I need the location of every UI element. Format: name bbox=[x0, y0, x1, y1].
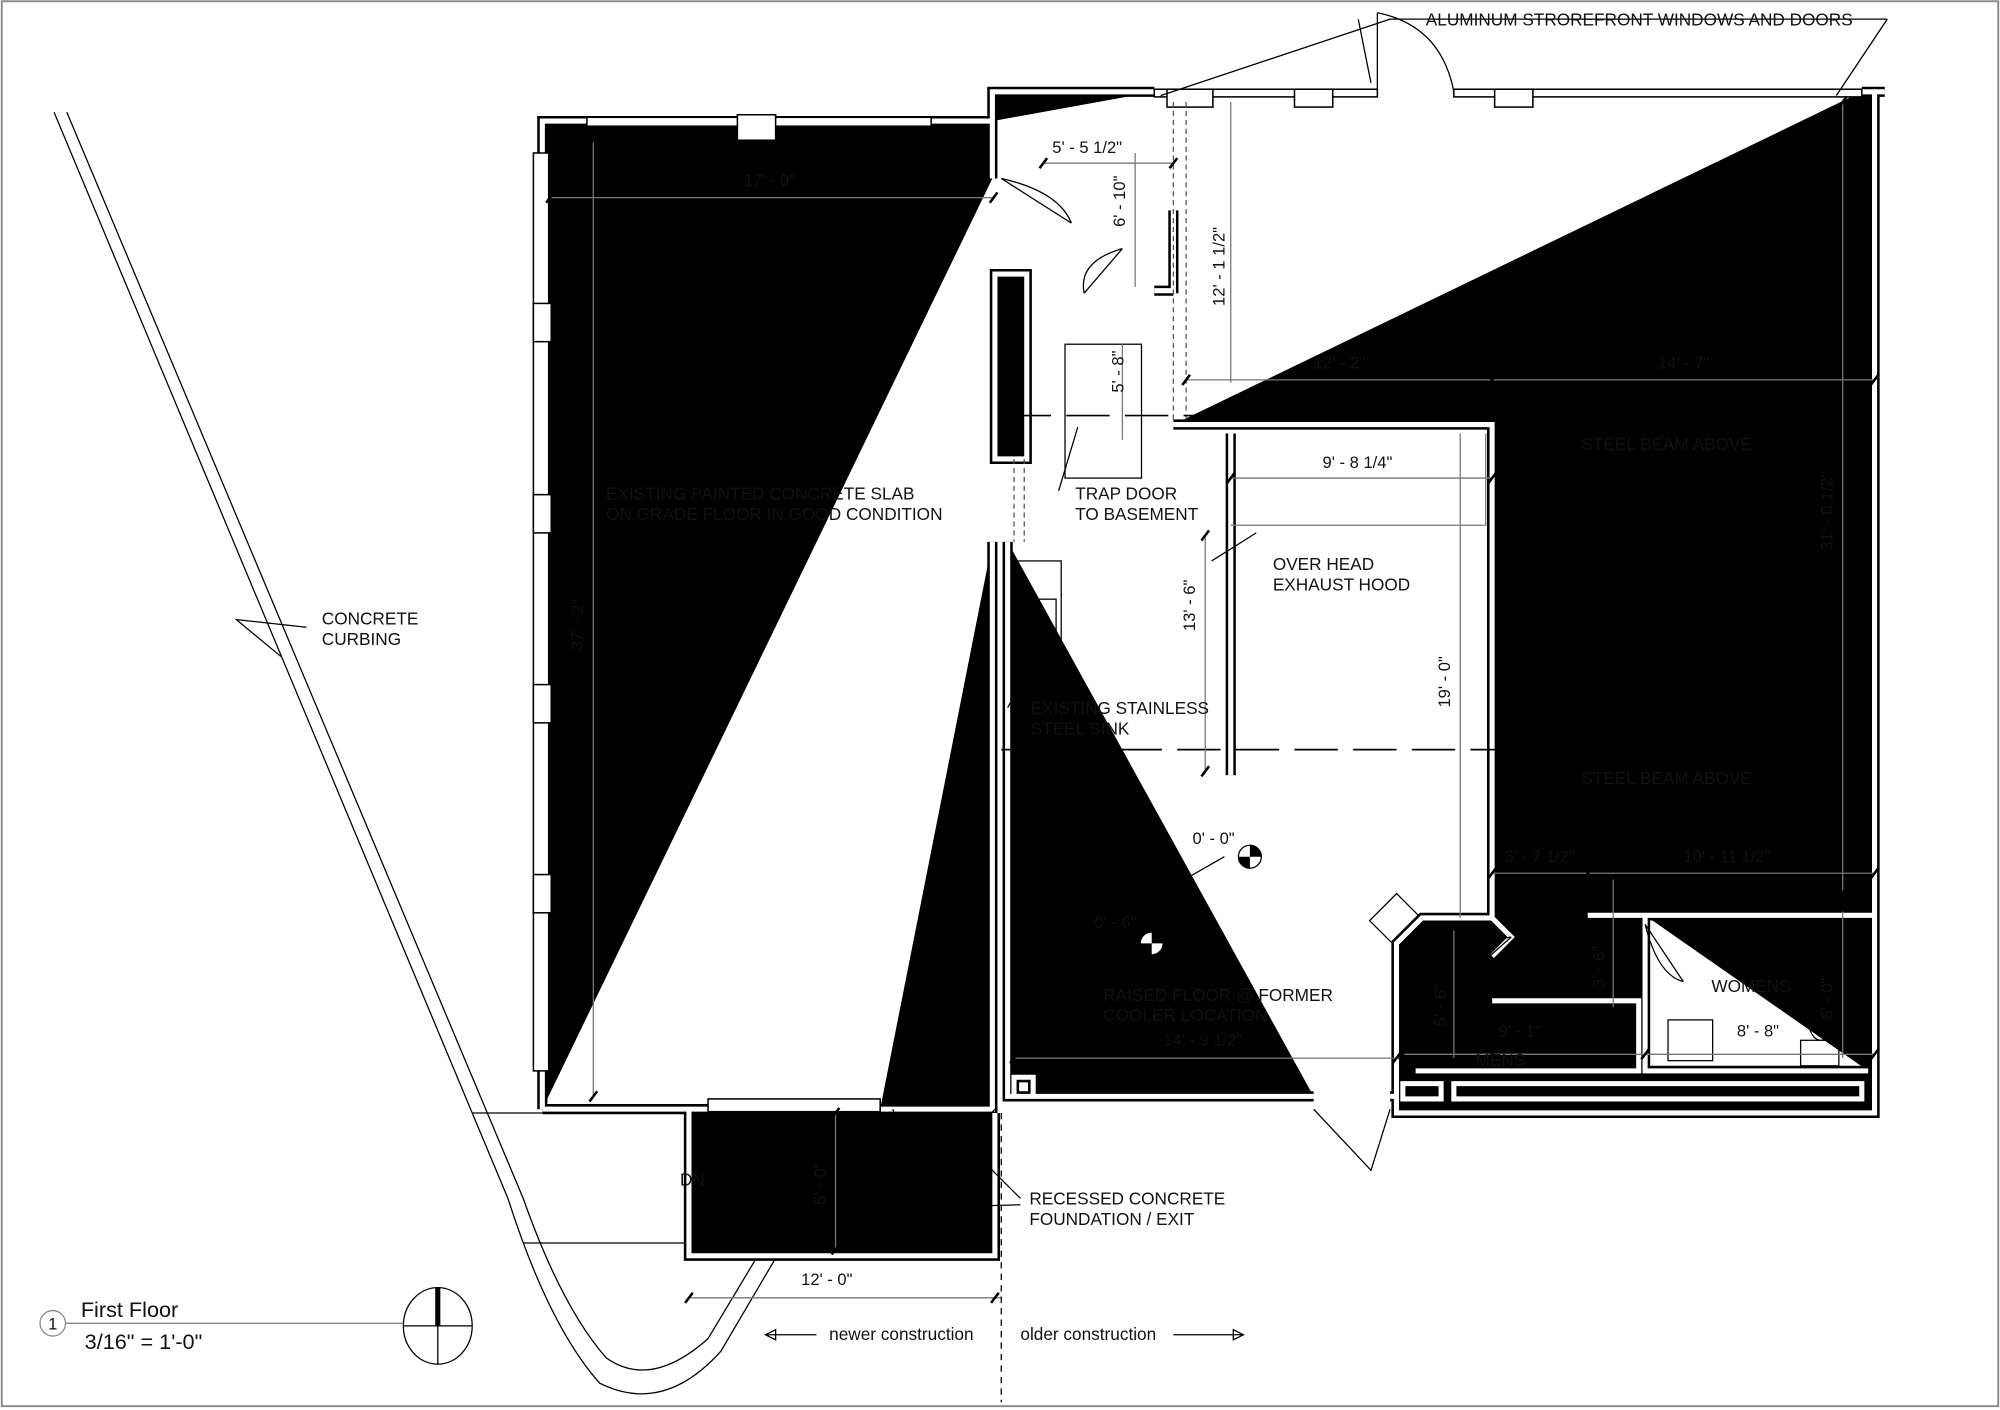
note-sink-2: STEEL SINK bbox=[1031, 718, 1130, 738]
doors bbox=[892, 12, 1684, 1172]
note-slab-1: EXISTING PAINTED CONCRETE SLAB bbox=[606, 484, 914, 504]
view-title-text: First Floor bbox=[81, 1297, 178, 1322]
dim-5-0: 5' - 0" bbox=[810, 1162, 829, 1204]
dim-5-8: 5' - 8" bbox=[1109, 350, 1128, 392]
view-number: 1 bbox=[48, 1315, 57, 1334]
stair-dn-label: DN bbox=[680, 1170, 705, 1190]
leader-lines bbox=[234, 18, 1888, 1403]
dim-5-6: 5' - 6" bbox=[1431, 984, 1450, 1026]
stairs bbox=[707, 1118, 773, 1242]
note-trap-1: TRAP DOOR bbox=[1075, 484, 1177, 504]
dim-9-1: 9' - 1" bbox=[1498, 1021, 1540, 1040]
note-hood-1: OVER HEAD bbox=[1273, 554, 1374, 574]
dim-6-10: 6' - 10" bbox=[1110, 175, 1129, 227]
walls bbox=[542, 92, 1884, 1256]
dim-13-6: 13' - 6" bbox=[1180, 580, 1199, 632]
dim-9-8-quarter: 9' - 8 1/4" bbox=[1323, 453, 1393, 472]
dim-10-11-half: 10' - 11 1/2" bbox=[1683, 847, 1770, 866]
note-beam-lower: STEEL BEAM ABOVE bbox=[1581, 768, 1752, 788]
note-recessed-2: FOUNDATION / EXIT bbox=[1029, 1209, 1195, 1229]
dim-12-2: 12' - 2" bbox=[1314, 353, 1366, 372]
dim-14-7: 14' - 7" bbox=[1658, 353, 1710, 372]
trap-door bbox=[1013, 101, 1487, 542]
dim-37-2: 37' - 2" bbox=[568, 599, 587, 651]
room-label-mens: MENS bbox=[1476, 1050, 1526, 1070]
elevation-marker-0-6 bbox=[1139, 931, 1164, 956]
note-curbing-2: CURBING bbox=[322, 629, 401, 649]
stainless-sink bbox=[1015, 560, 1062, 664]
note-older-construction: older construction bbox=[1020, 1324, 1156, 1344]
dim-12-0: 12' - 0" bbox=[801, 1270, 853, 1289]
dim-3-6: 3' - 6" bbox=[1589, 946, 1608, 988]
note-storefront: ALUMINUM STROREFRONT WINDOWS AND DOORS bbox=[1426, 9, 1853, 29]
view-scale: 3/16" = 1'-0" bbox=[85, 1329, 203, 1354]
note-raised-2: COOLER LOCATION bbox=[1103, 1005, 1267, 1025]
dimension-labels: 17' - 0" 5' - 5 1/2" 6' - 10" 12' - 1 1/… bbox=[568, 138, 1836, 1289]
note-recessed-1: RECESSED CONCRETE bbox=[1029, 1189, 1225, 1209]
dim-17-0: 17' - 0" bbox=[744, 171, 796, 190]
elevation-0-6: 0' - 6" bbox=[1094, 913, 1136, 932]
dim-14-9-half: 14' - 9 1/2" bbox=[1163, 1030, 1242, 1049]
dim-12-1-half: 12' - 1 1/2" bbox=[1209, 227, 1228, 306]
windows bbox=[532, 88, 1863, 1113]
note-curbing-1: CONCRETE bbox=[322, 609, 419, 629]
elevation-marker-0-0 bbox=[1237, 844, 1262, 869]
concrete-curbing bbox=[53, 111, 786, 1395]
note-slab-2: ON GRADE FLOOR IN GOOD CONDITION bbox=[606, 504, 942, 524]
notes: ALUMINUM STROREFRONT WINDOWS AND DOORS E… bbox=[322, 9, 1853, 1343]
room-label-womens: WOMENS bbox=[1711, 976, 1790, 996]
note-hood-2: EXHAUST HOOD bbox=[1273, 574, 1410, 594]
north-arrow-icon bbox=[402, 1286, 473, 1365]
note-beam-upper: STEEL BEAM ABOVE bbox=[1581, 434, 1752, 454]
elevation-0-0: 0' - 0" bbox=[1193, 829, 1235, 848]
dim-8-8: 8' - 8" bbox=[1737, 1021, 1779, 1040]
note-raised-1: RAISED FLOOR @ FORMER bbox=[1103, 985, 1333, 1005]
note-newer-construction: newer construction bbox=[829, 1324, 973, 1344]
dim-6-0: 6' - 0" bbox=[1817, 978, 1836, 1020]
dim-31-0-half: 31' - 0 1/2" bbox=[1817, 472, 1836, 551]
view-title: 1 First Floor 3/16" = 1'-0" bbox=[39, 1297, 404, 1354]
note-sink-1: EXISTING STAINLESS bbox=[1031, 698, 1209, 718]
dim-19-0: 19' - 0" bbox=[1435, 656, 1454, 708]
dim-5-5-half: 5' - 5 1/2" bbox=[1052, 138, 1122, 157]
dim-3-7-half: 3' - 7 1/2" bbox=[1505, 847, 1575, 866]
note-trap-2: TO BASEMENT bbox=[1075, 504, 1198, 524]
dimension-lines bbox=[545, 96, 1880, 1304]
